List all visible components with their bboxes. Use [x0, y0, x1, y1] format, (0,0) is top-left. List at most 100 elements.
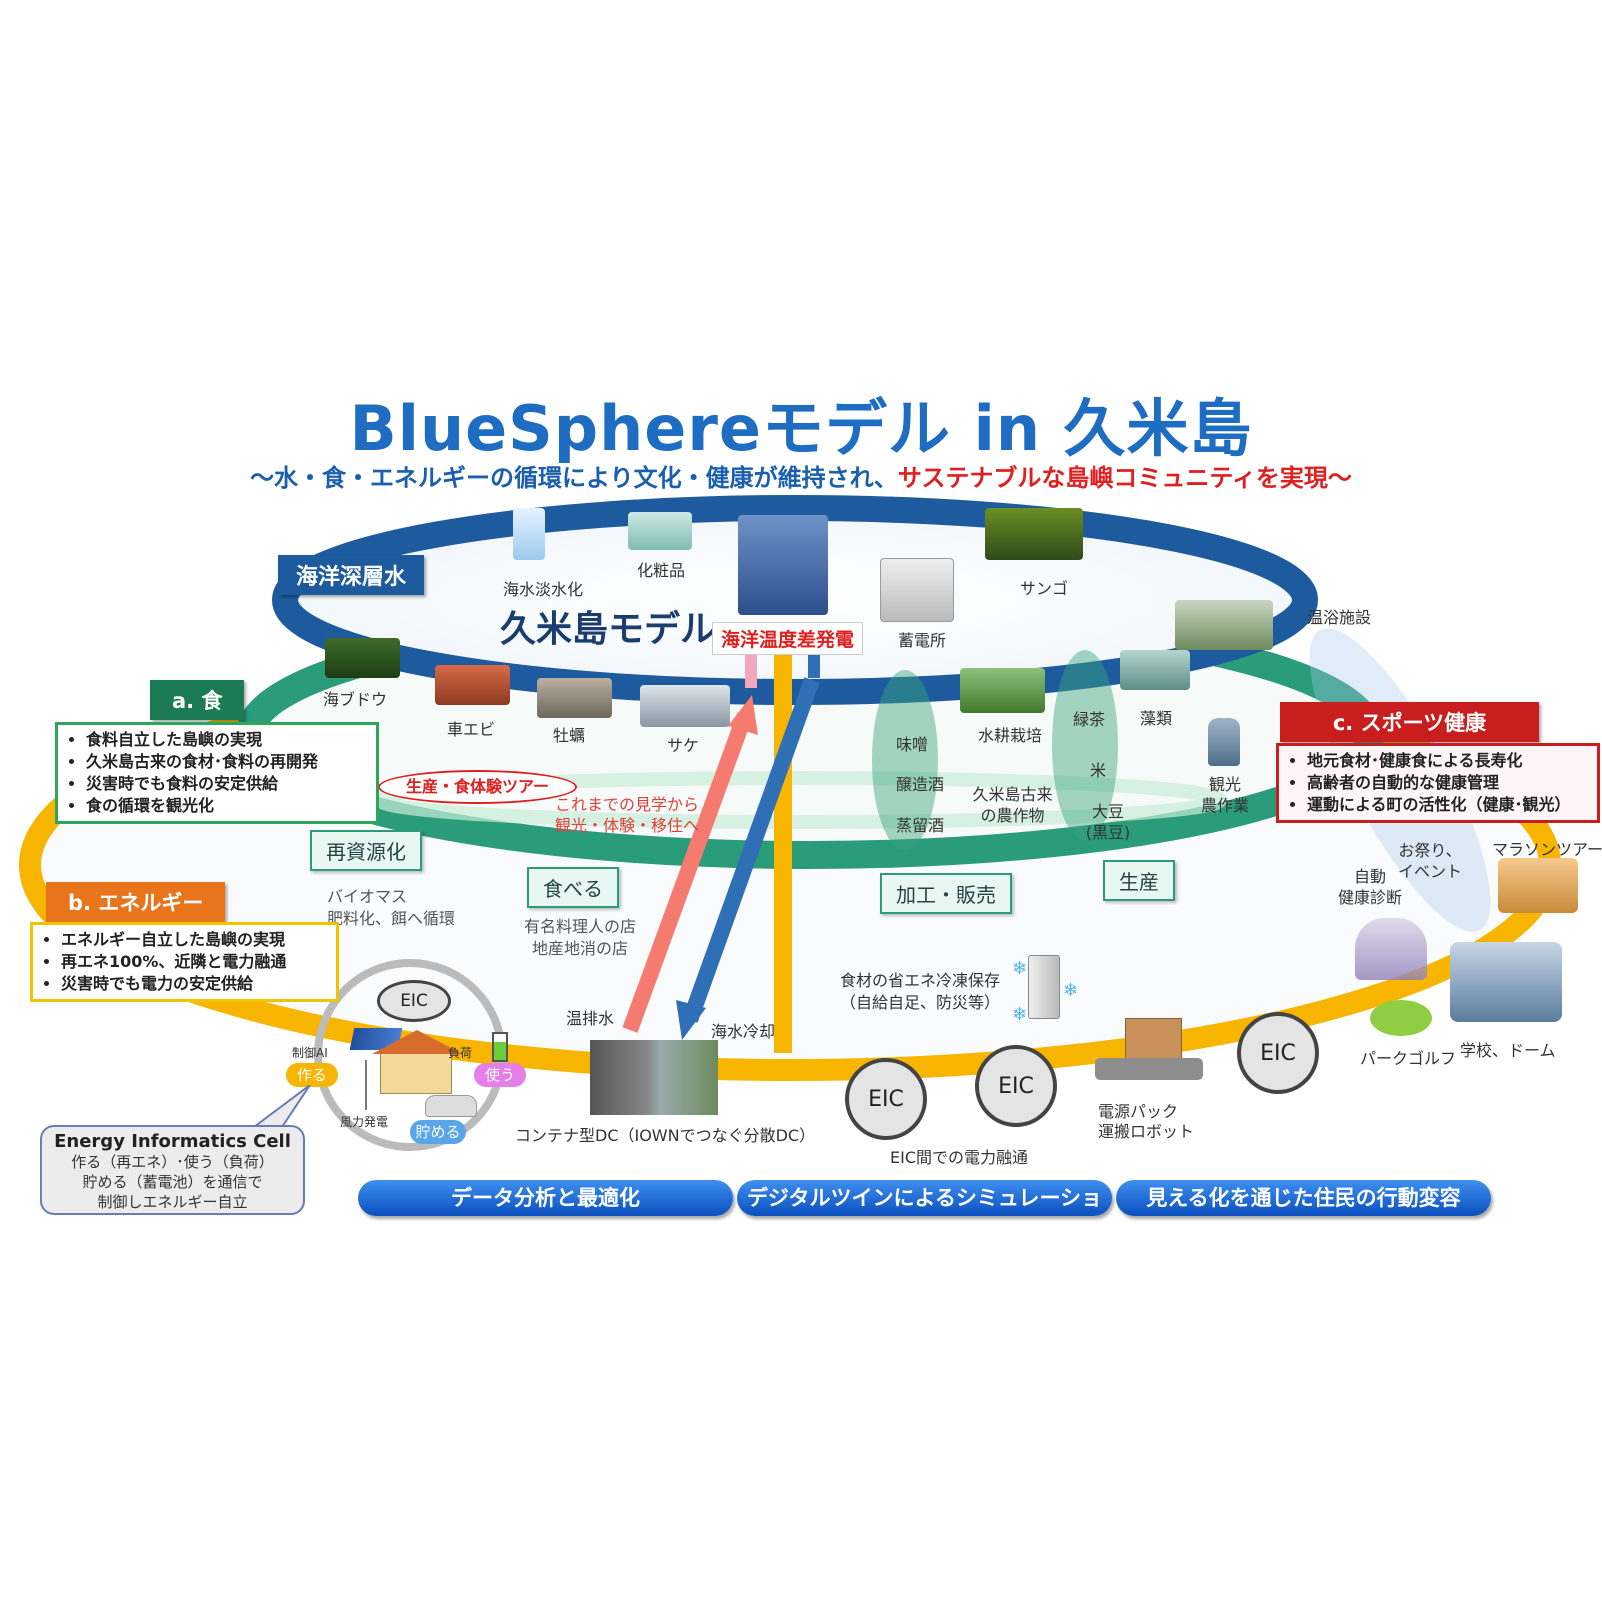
ev-car-image [425, 1095, 477, 1117]
page-subtitle: ～水・食・エネルギーの循環により文化・健康が維持され、サステナブルな島嶼コミュニ… [0, 458, 1602, 493]
house-roof-image [372, 1030, 462, 1054]
hot-water-arrow [622, 712, 753, 1033]
green-tea-label: 緑茶 [1073, 710, 1106, 729]
container-dc-label: コンテナ型DC（IOWNでつなぐ分散DC） [515, 1126, 816, 1145]
storage-plant-image [880, 558, 954, 622]
hydroponics-label: 水耕栽培 [978, 726, 1043, 745]
eic-node: EIC [1237, 1012, 1319, 1094]
rice-label: 米 [1090, 761, 1107, 780]
biomass-label: バイオマス 肥料化、餌へ循環 [327, 887, 456, 928]
otec-plant-image [738, 515, 828, 615]
cosmetics-label: 化粧品 [637, 561, 686, 580]
exercise-image [1355, 918, 1427, 980]
hot-spring-label: 温浴施設 [1307, 608, 1372, 627]
algae-image [1120, 650, 1190, 690]
park-golf-label: パークゴルフ [1360, 1049, 1457, 1068]
restaurants-label: 有名料理人の店 地産地消の店 [523, 917, 636, 958]
energy-item: 災害時でも電力の安定供給 [61, 973, 326, 995]
oyster-image [537, 678, 612, 718]
tour-oval: 生産・食体験ツアー [378, 770, 577, 804]
otec-label: 海洋温度差発電 [712, 622, 864, 655]
eic-exchange-label: EIC間での電力融通 [890, 1148, 1029, 1167]
sports-item: 地元食材･健康食による長寿化 [1307, 750, 1587, 772]
distilled-label: 蒸留酒 [896, 816, 945, 835]
salmon-image [640, 685, 730, 727]
tour-text: これまでの見学から 観光・体験・移住へ [554, 795, 699, 835]
subtitle-part2: サステナブルな島嶼コミュニティを実現～ [897, 464, 1352, 492]
hot-water-arrowhead [728, 695, 758, 735]
salmon-label: サケ [667, 736, 700, 755]
dome-image [1450, 942, 1562, 1022]
sea-grapes-image [325, 638, 400, 678]
energy-item: エネルギー自立した島嶼の実現 [61, 929, 326, 951]
eic-node: EIC [975, 1045, 1057, 1127]
algae-label: 藻類 [1140, 709, 1173, 728]
tourism-farming-label: 観光 農作業 [1200, 775, 1249, 815]
kumejima-model-label: 久米島モデル [500, 609, 717, 650]
make-badge: 作る [286, 1063, 338, 1087]
energy-panel-head: b. エネルギー [46, 882, 226, 922]
recycle-tag: 再資源化 [310, 830, 422, 871]
pipe-blue [808, 648, 820, 678]
desalination-label: 海水淡水化 [503, 580, 584, 599]
battery-robot-label: 電源パック 運搬ロボット [1098, 1102, 1195, 1141]
hot-spring-image [1175, 600, 1273, 650]
soybean-label: 大豆 (黒豆) [1085, 802, 1131, 842]
production-oval [1052, 650, 1118, 840]
deep-sea-water-label: 海洋深層水 [278, 555, 425, 595]
production-tag: 生産 [1103, 860, 1175, 901]
use-badge: 使う [474, 1063, 526, 1087]
marathon-image [1498, 858, 1578, 913]
food-item: 食の循環を観光化 [86, 795, 366, 817]
food-item: 災害時でも食料の安定供給 [86, 773, 366, 795]
food-item: 食料自立した島嶼の実現 [86, 729, 366, 751]
sea-grapes-label: 海ブドウ [323, 690, 388, 709]
pipe-yellow [774, 648, 792, 1053]
festival-label: お祭り、 イベント [1397, 841, 1462, 881]
bar-visualization: 見える化を通じた住民の行動変容 [1116, 1180, 1491, 1216]
marathon-label: マラソンツアー [1492, 840, 1602, 859]
hydroponics-image [960, 668, 1045, 713]
snowflake-icon: ❄ [1063, 980, 1079, 1001]
shrimp-label: 車エビ [447, 720, 496, 739]
page-title: BlueSphereモデル in 久米島 [349, 392, 1253, 465]
battery-icon [492, 1032, 508, 1062]
ancient-crops-label: 久米島古来 の農作物 [972, 785, 1053, 825]
coral-image [985, 508, 1083, 560]
water-bottles-image [513, 508, 545, 560]
freezer-label: 食材の省エネ冷凍保存 （自給自足、防災等） [839, 971, 1000, 1012]
shrimp-image [435, 665, 510, 705]
eat-tag: 食べる [527, 867, 619, 908]
cargo-box-image [1125, 1018, 1182, 1060]
oyster-label: 牡蠣 [553, 726, 586, 745]
cooling-arrow [682, 677, 820, 1023]
brewing-label: 醸造酒 [896, 775, 945, 794]
processing-tag: 加工・販売 [880, 873, 1012, 914]
miso-label: 味噌 [896, 735, 929, 754]
school-dome-label: 学校、ドーム [1460, 1041, 1556, 1060]
eic-node: EIC [845, 1058, 927, 1140]
park-golf-image [1370, 1000, 1432, 1036]
robot-cart-image [1095, 1058, 1203, 1080]
bar-digital-twin: デジタルツインによるシミュレーション [737, 1180, 1112, 1246]
energy-item: 再エネ100%、近隣と電力融通 [61, 951, 326, 973]
storage-plant-label: 蓄電所 [898, 631, 947, 650]
wind-turbine-icon [365, 1060, 367, 1110]
tour-band [373, 771, 1227, 829]
container-dc-image [590, 1040, 718, 1115]
subtitle-part1: ～水・食・エネルギーの循環により文化・健康が維持され、 [250, 464, 898, 492]
sports-panel-head: c. スポーツ健康 [1280, 702, 1539, 742]
sports-item: 運動による町の活性化（健康･観光） [1307, 794, 1587, 816]
eic-callout: Energy Informatics Cell 作る（再エネ）･使う（負荷） 貯… [40, 1125, 305, 1215]
coral-label: サンゴ [1020, 579, 1069, 598]
hot-water-label: 温排水 [566, 1009, 615, 1028]
farmer-image [1208, 718, 1240, 766]
checkup-label: 自動 健康診断 [1337, 867, 1402, 907]
pipe-pink [745, 648, 757, 688]
sports-item: 高齢者の自動的な健康管理 [1307, 772, 1587, 794]
bar-data-analysis: データ分析と最適化 [358, 1180, 733, 1216]
cosmetics-image [628, 512, 692, 550]
house-image [380, 1050, 452, 1094]
processing-oval [872, 670, 938, 850]
cooling-arrowhead [676, 1000, 706, 1040]
